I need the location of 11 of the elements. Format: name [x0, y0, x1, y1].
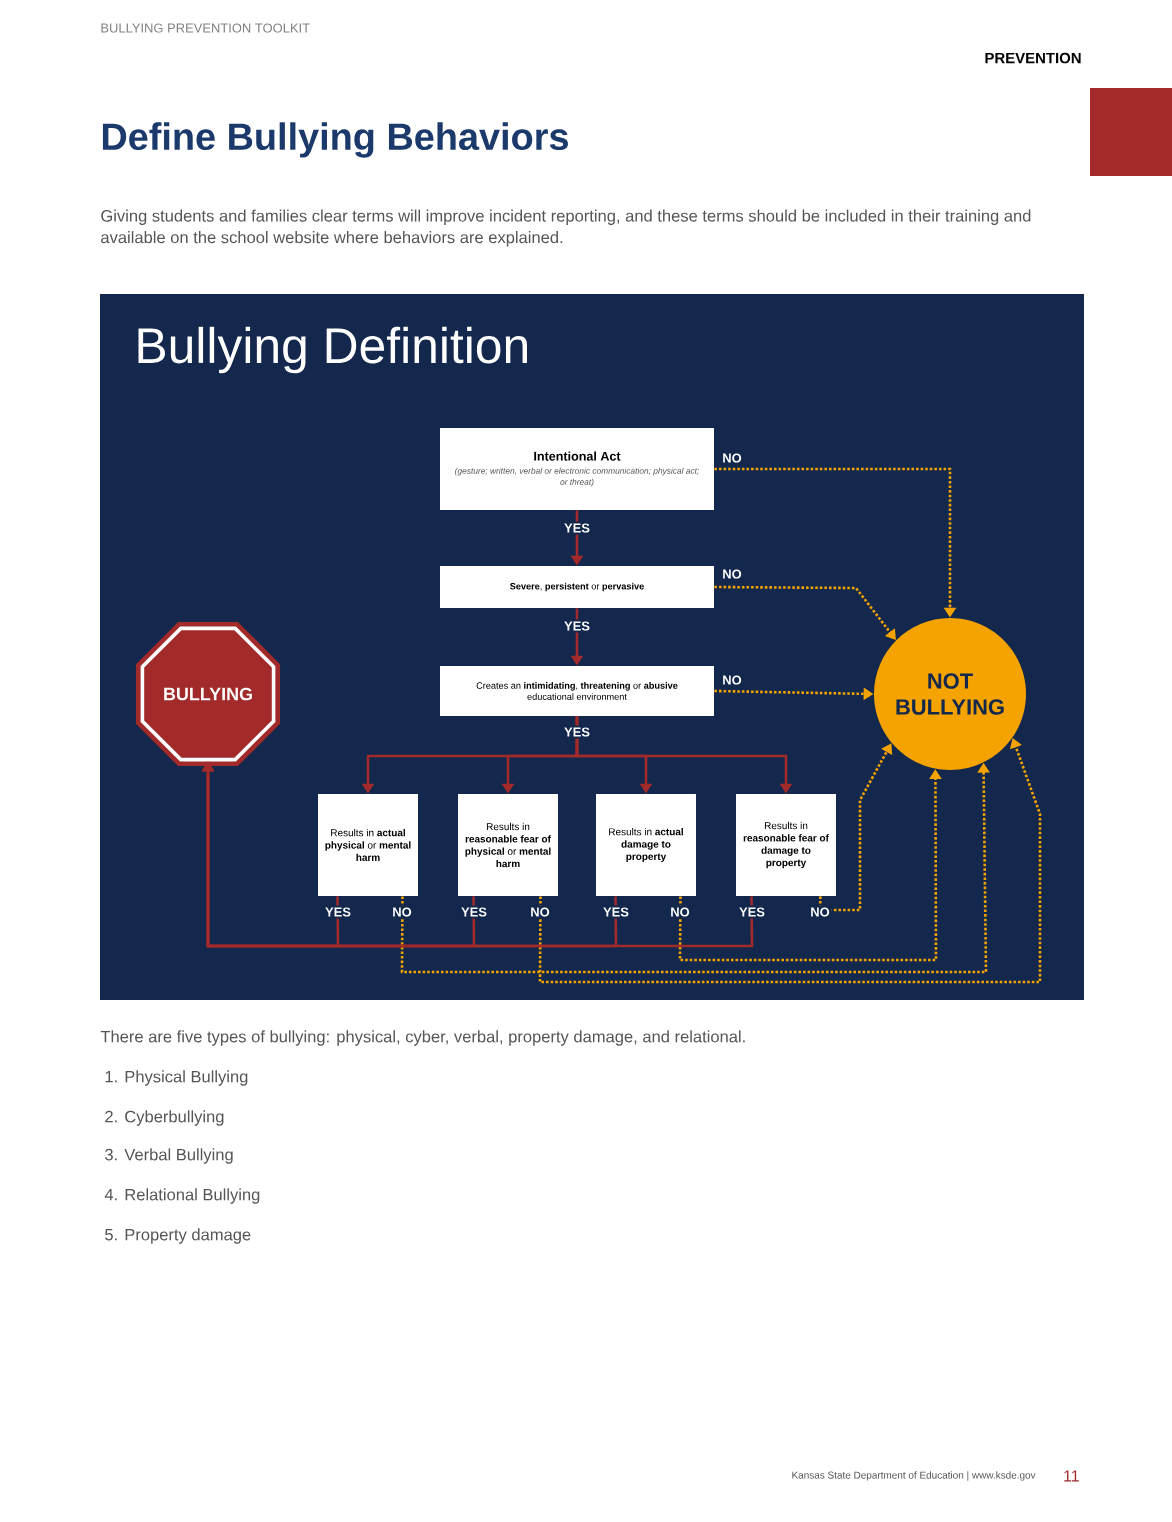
body-text: There are five types of bullying: physical, cyber, verbal, property damage, and relational.: [100, 1030, 745, 1046]
list-item: 4. Relational Bullying: [104, 1188, 260, 1204]
list-item: 1. Physical Bullying: [105, 1070, 248, 1086]
intro-paragraph: Giving students and families clear terms will improve incident reporting, and these terms should be included in their training and available on the school website where behaviors are explained.: [101, 209, 1031, 247]
stop-sign: BULLYING: [135, 621, 281, 767]
page-title: Define Bullying Behaviors: [102, 122, 568, 158]
panel-title: Bullying Definition: [138, 326, 527, 374]
arrow: [714, 585, 896, 640]
list-item: 3. Verbal Bullying: [105, 1148, 233, 1164]
list-item: 5. Property damage: [105, 1228, 251, 1244]
list-item: 2. Cyberbullying: [105, 1110, 224, 1126]
